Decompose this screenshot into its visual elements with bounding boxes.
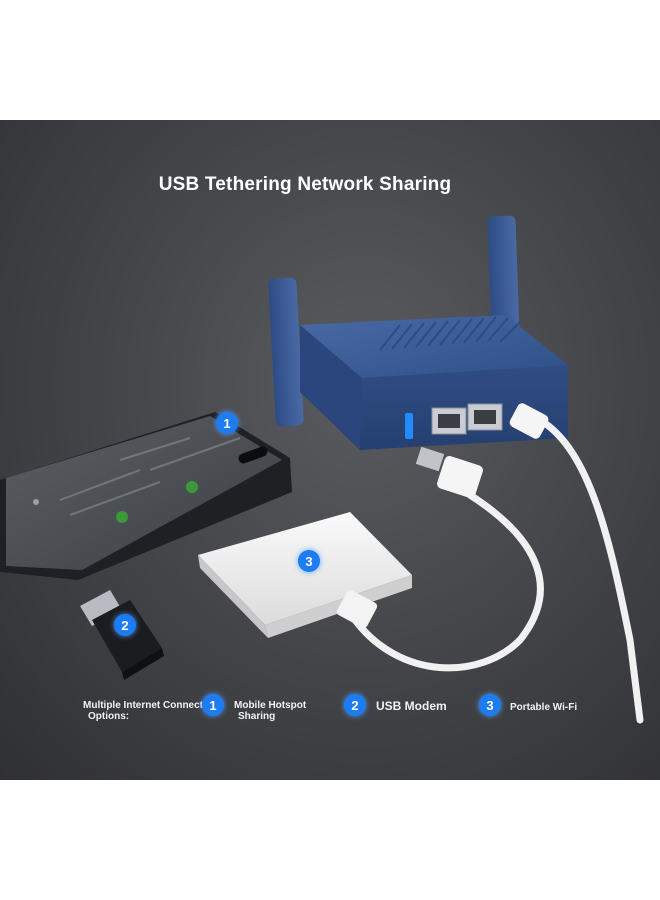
usb-cable-image bbox=[351, 403, 644, 724]
legend-badge-3: 3 bbox=[479, 694, 501, 716]
legend-item-3-label: Portable Wi-Fi bbox=[510, 702, 578, 713]
badge-phone: 1 bbox=[216, 412, 238, 434]
product-scene: USB Tethering Network Sharing 1 2 3 Mult… bbox=[0, 120, 660, 780]
legend-item-2-label: USB Modem bbox=[376, 699, 447, 713]
legend-intro-line1: Multiple Internet Connection bbox=[83, 700, 218, 711]
smartphone-image bbox=[0, 412, 292, 580]
legend-item-1-line2: Sharing bbox=[238, 711, 276, 722]
badge-mifi: 3 bbox=[298, 550, 320, 572]
legend: Multiple Internet Connection Options: 1 … bbox=[0, 694, 660, 740]
legend-badge-1: 1 bbox=[202, 694, 224, 716]
product-photo bbox=[0, 215, 644, 724]
legend-item-1-line1: Mobile Hotspot bbox=[234, 700, 307, 711]
legend-badge-2: 2 bbox=[344, 694, 366, 716]
legend-intro-line2: Options: bbox=[88, 711, 130, 722]
usb-dongle-image bbox=[80, 590, 164, 680]
headline: USB Tethering Network Sharing bbox=[158, 174, 452, 195]
badge-dongle: 2 bbox=[114, 614, 136, 636]
router-image bbox=[268, 215, 568, 450]
portable-wifi-image bbox=[198, 512, 412, 638]
